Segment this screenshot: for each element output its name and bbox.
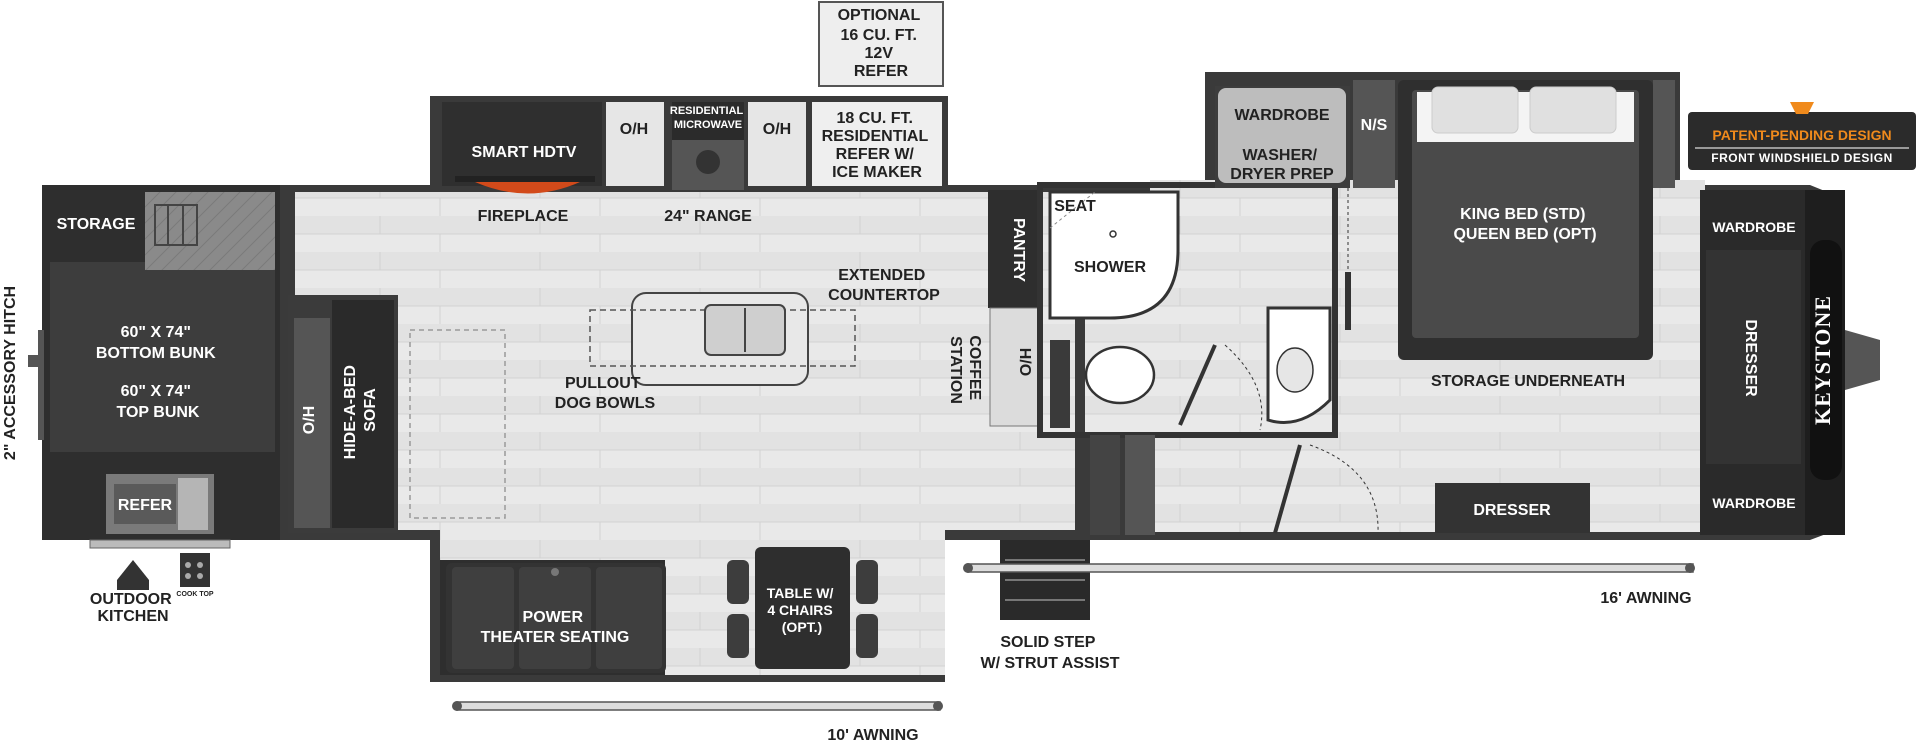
awning-10 xyxy=(456,701,941,711)
bunk-l3: 60" X 74" xyxy=(121,383,191,400)
countertop-l1: EXTENDED xyxy=(838,267,925,284)
storage-tile xyxy=(145,192,275,270)
step-l2: W/ STRUT ASSIST xyxy=(981,655,1120,672)
bathroom xyxy=(1037,182,1338,438)
pillow-right xyxy=(1529,86,1617,134)
svg-text:OUTDOOR KITCHEN: OUTDOOR KITCHEN xyxy=(90,591,176,625)
patent-l2: FRONT WINDSHIELD DESIGN xyxy=(1711,151,1893,165)
dresser-label-front: DRESSER xyxy=(1742,319,1759,397)
svg-text:SOLID STEP W/ STRUT ASSIST: SOLID STEP W/ STRUT ASSIST xyxy=(981,634,1120,672)
refer18-l3: REFER W/ xyxy=(836,146,915,163)
coffee-l1: COFFEE xyxy=(966,335,983,400)
outdoor-kitchen-l1: OUTDOOR xyxy=(90,591,172,608)
theater-l2: THEATER SEATING xyxy=(481,629,630,646)
washer-l2: DRYER PREP xyxy=(1230,166,1334,183)
wardrobe-label-front-bottom: WARDROBE xyxy=(1712,495,1795,511)
svg-text:WASHER/ DRYER PREP: WASHER/ DRYER PREP xyxy=(1230,147,1334,183)
bunk-l4: TOP BUNK xyxy=(117,404,200,421)
opt-refer-l2: 16 CU. FT. xyxy=(841,27,917,44)
smart-hdtv-label: SMART HDTV xyxy=(472,144,577,161)
refer-label: REFER xyxy=(118,497,173,514)
svg-text:PULLOUT DOG BOWLS: PULLOUT DOG BOWLS xyxy=(555,375,656,412)
opt-refer-l4: REFER xyxy=(854,63,909,80)
refer18-l4: ICE MAKER xyxy=(832,164,922,181)
svg-text:60" X 74" BOTTOM BUNK: 60" X 74" BOTTOM BUNK 60" X 74" TOP BUNK xyxy=(96,324,220,421)
patent-badge xyxy=(1688,102,1916,170)
toilet xyxy=(1084,345,1156,405)
awning-16-label: 16' AWNING xyxy=(1600,590,1691,607)
ho-label: H/O xyxy=(1016,348,1033,376)
svg-text:COFFEE STATION: COFFEE STATION xyxy=(947,335,983,404)
theater-l1: POWER xyxy=(523,609,584,626)
bunk-l1: 60" X 74" xyxy=(121,324,191,341)
svg-text:RESIDENTIAL MICROWAVE: RESIDENTIAL MICROWAVE xyxy=(670,105,746,131)
dresser xyxy=(1435,483,1590,533)
table-l2: 4 CHAIRS xyxy=(767,602,832,618)
coffee-l2: STATION xyxy=(947,336,964,404)
cook-top-icon xyxy=(180,553,210,587)
bed-l1: KING BED (STD) xyxy=(1460,206,1585,223)
table-l3: (OPT.) xyxy=(782,619,822,635)
shower xyxy=(1048,190,1180,320)
pantry-label: PANTRY xyxy=(1010,218,1027,282)
seat-label: SEAT xyxy=(1054,198,1096,215)
sofa-l2: SOFA xyxy=(362,388,379,432)
storage-label: STORAGE xyxy=(57,216,136,233)
opt-refer-l1: OPTIONAL xyxy=(838,7,921,24)
refer18-l1: 18 CU. FT. xyxy=(837,110,913,127)
fireplace-label: FIREPLACE xyxy=(478,208,569,225)
svg-text:EXTENDED COUNTERTOP: EXTENDED COUNTERTOP xyxy=(828,267,940,304)
step-l1: SOLID STEP xyxy=(1000,634,1095,651)
bed-l2: QUEEN BED (OPT) xyxy=(1453,226,1596,243)
oh-label-right: O/H xyxy=(763,121,791,138)
sofa-l1: HIDE-A-BED xyxy=(342,365,359,459)
fireplace xyxy=(475,182,580,194)
awning-16 xyxy=(967,563,1694,573)
svg-text:POWER THEATER SEATING: POWER THEATER SEATING xyxy=(481,609,630,646)
bunk-l2: BOTTOM BUNK xyxy=(96,345,216,362)
svg-text:HIDE-A-BED SOFA: HIDE-A-BED SOFA xyxy=(342,361,379,460)
svg-text:TABLE W/ 4 CHAIRS (OPT: TABLE W/ 4 CHAIRS (OPT.) xyxy=(767,585,838,635)
optional-refer-box xyxy=(818,1,944,87)
outdoor-kitchen-l2: KITCHEN xyxy=(97,608,168,625)
ns-label: N/S xyxy=(1361,117,1388,134)
dining-table xyxy=(755,547,850,669)
storage-underneath-label: STORAGE UNDERNEATH xyxy=(1431,373,1625,390)
range-label: 24" RANGE xyxy=(664,208,752,225)
bunk-area xyxy=(50,262,275,452)
svg-text:18 CU. FT. RESIDENTIAL: 18 CU. FT. RESIDENTIAL REFER W/ ICE MAKE… xyxy=(822,110,933,181)
opt-refer-l3: 12V xyxy=(865,45,894,62)
cook-top-label: COOK TOP xyxy=(176,591,214,598)
dresser-label-bottom: DRESSER xyxy=(1473,502,1551,519)
oh-label-left: O/H xyxy=(620,121,648,138)
pillow-left xyxy=(1431,86,1519,134)
svg-text:OPTIONAL 16 CU. FT. 12: OPTIONAL 16 CU. FT. 12V REFER xyxy=(838,7,925,80)
awning-10-label: 10' AWNING xyxy=(827,727,918,744)
countertop-l2: COUNTERTOP xyxy=(828,287,940,304)
svg-text:KING BED (STD) QUEEN BED (: KING BED (STD) QUEEN BED (OPT) xyxy=(1453,206,1596,243)
ns xyxy=(1353,80,1395,188)
refer18-l2: RESIDENTIAL xyxy=(822,128,929,145)
brand-logo: KEYSTONE xyxy=(1810,295,1835,425)
washer-l1: WASHER/ xyxy=(1242,147,1317,164)
pullout-l2: DOG BOWLS xyxy=(555,395,656,412)
hitch-label: 2" ACCESSORY HITCH xyxy=(2,286,19,460)
microwave-l1: RESIDENTIAL xyxy=(670,105,744,117)
wardrobe-label-front-top: WARDROBE xyxy=(1712,219,1795,235)
living-floor xyxy=(295,192,1075,675)
pullout-l1: PULLOUT xyxy=(565,375,641,392)
wardrobe-label-top: WARDROBE xyxy=(1234,107,1329,124)
oh-label-sofa: O/H xyxy=(301,406,318,434)
patent-l1: PATENT-PENDING DESIGN xyxy=(1712,127,1891,143)
pantry xyxy=(988,190,1040,308)
shower-label: SHOWER xyxy=(1074,259,1146,276)
microwave-l2: MICROWAVE xyxy=(674,119,742,131)
outdoor-kitchen-icon xyxy=(117,560,149,590)
table-l1: TABLE W/ xyxy=(767,585,834,601)
